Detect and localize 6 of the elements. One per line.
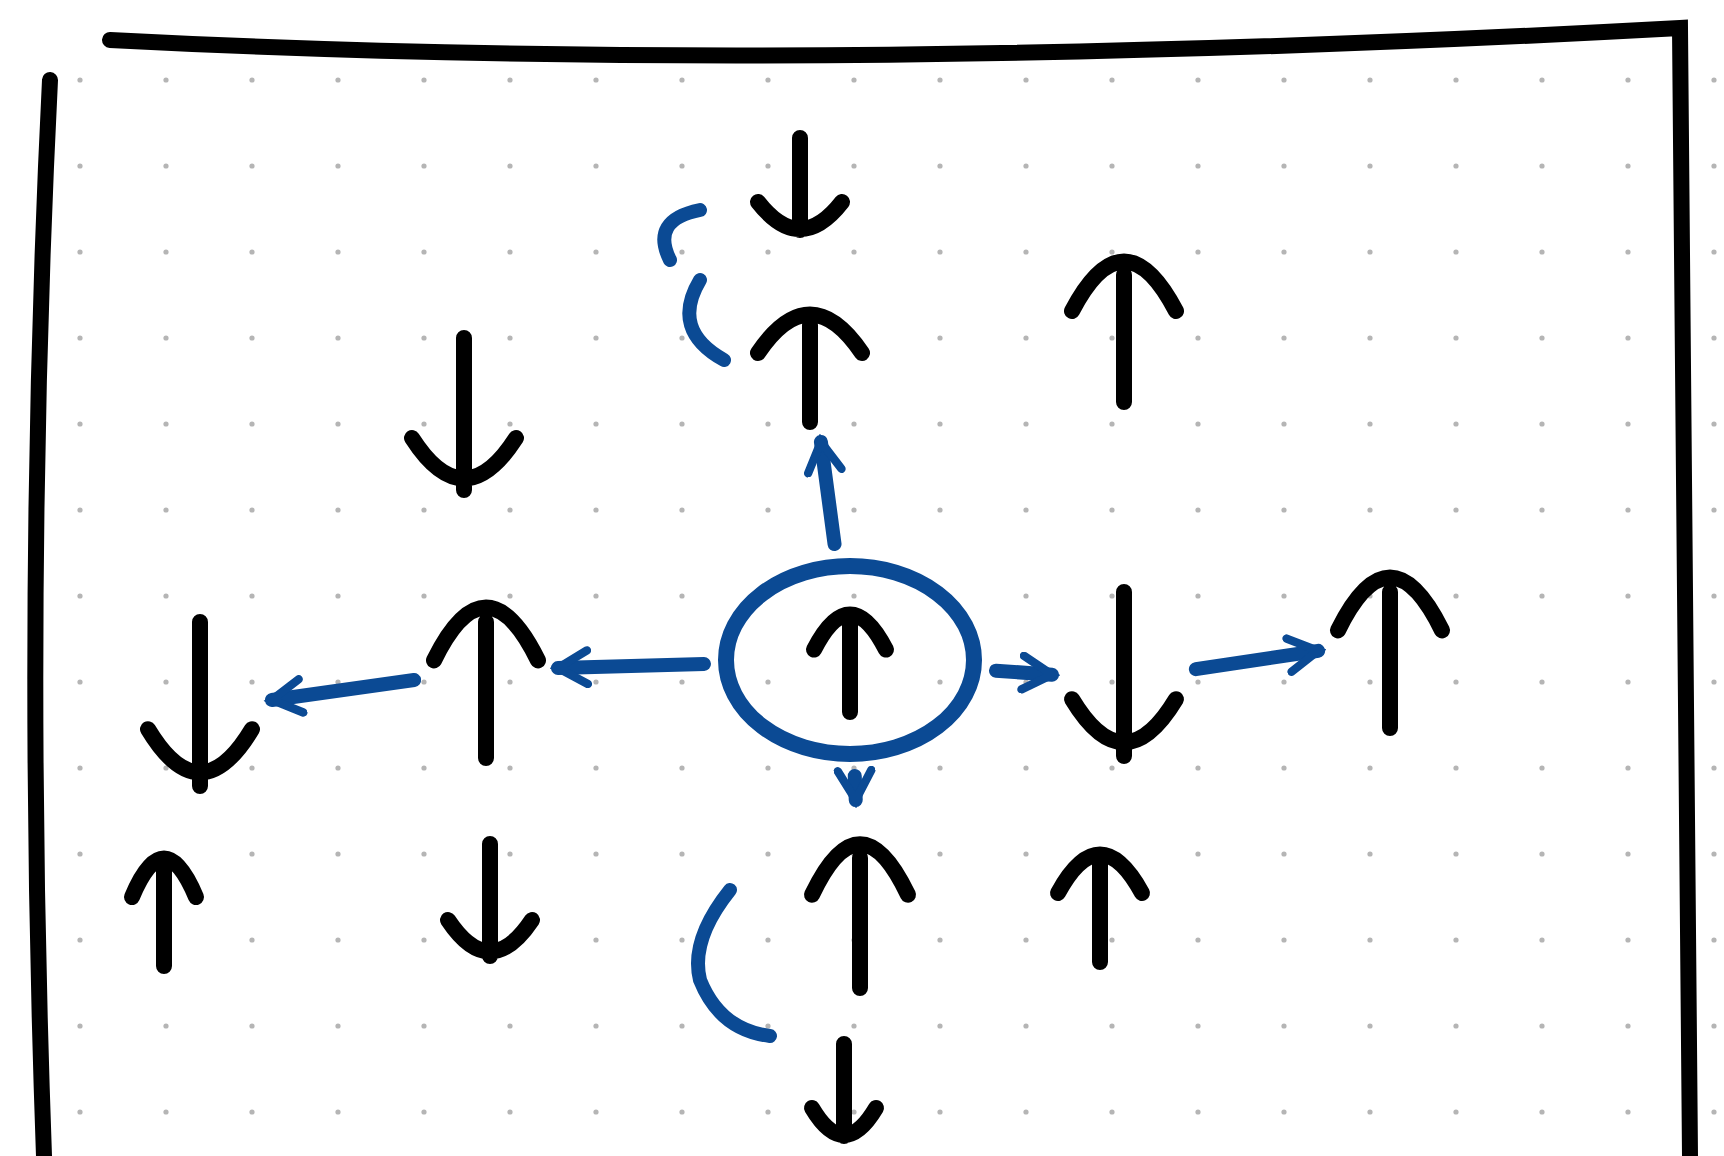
arrow	[1188, 634, 1326, 677]
arrow	[988, 651, 1060, 694]
arrow	[803, 434, 846, 552]
arrow	[264, 673, 422, 717]
arrow	[551, 646, 711, 689]
arrow	[833, 765, 876, 807]
